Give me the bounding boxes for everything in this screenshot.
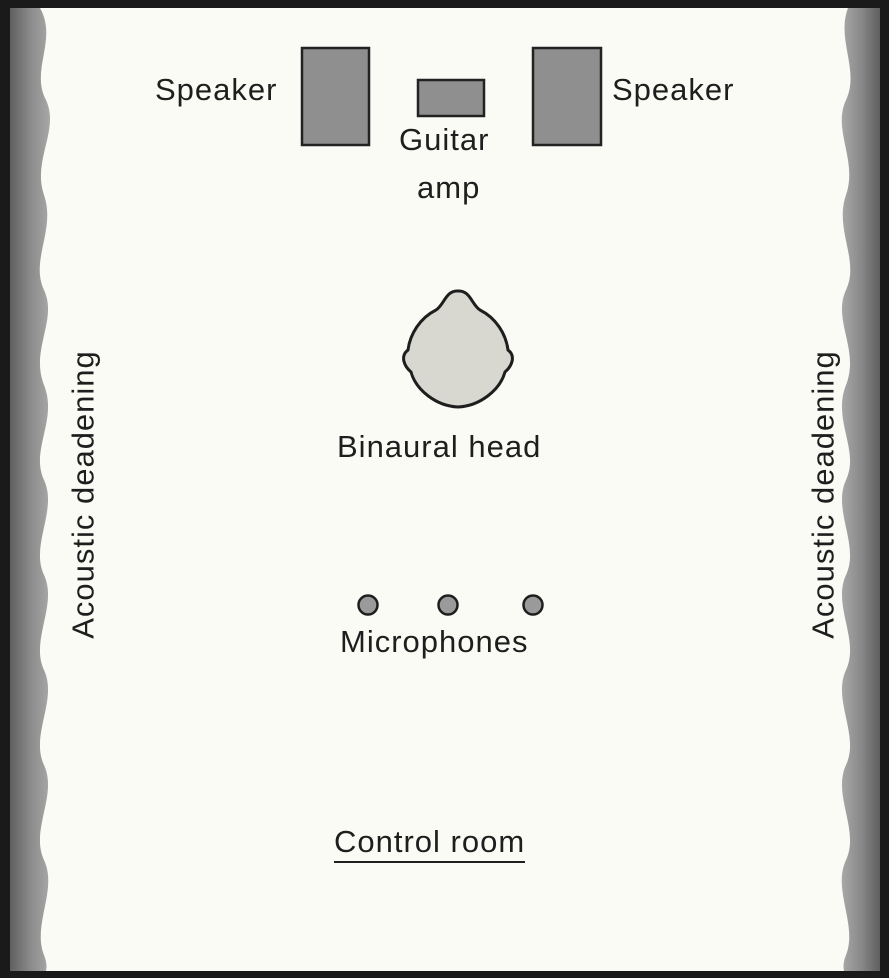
speaker-right-label: Speaker [612,74,734,105]
microphone-1 [359,596,378,615]
guitar-amp-label-line2: amp [417,172,480,203]
acoustic-deadening-right-label: Acoustic deadening [808,345,839,645]
speaker-left-box [302,48,369,145]
microphone-2 [439,596,458,615]
microphone-3 [524,596,543,615]
control-room-label: Control room [334,826,525,863]
binaural-head-label: Binaural head [337,431,541,462]
right-wall-edge [880,8,889,971]
acoustic-deadening-left-label: Acoustic deadening [68,345,99,645]
bottom-wall-edge [0,971,889,978]
left-wall-edge [0,8,10,971]
speaker-left-label: Speaker [155,74,277,105]
top-wall-edge [0,0,889,8]
binaural-head-shape [404,291,513,407]
guitar-amp-box [418,80,484,116]
guitar-amp-label-line1: Guitar [399,124,489,155]
speaker-right-box [533,48,601,145]
microphones-label: Microphones [340,626,528,657]
